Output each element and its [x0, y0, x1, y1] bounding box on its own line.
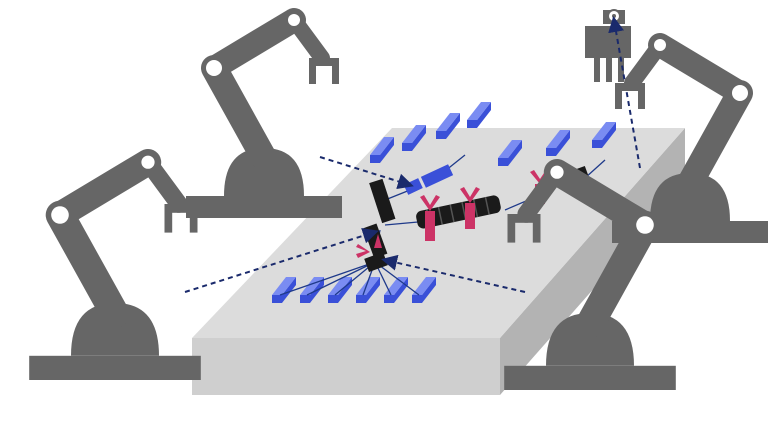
cable-clip-icon — [420, 195, 440, 241]
small-connector — [420, 164, 454, 188]
terminal-block-icon — [546, 130, 570, 156]
cable-clip-icon — [460, 187, 480, 229]
terminal-block-icon — [592, 122, 616, 148]
terminal-block-icon — [402, 125, 426, 151]
terminal-block-icon — [412, 277, 436, 303]
board-side-face — [500, 128, 685, 395]
sensor-component-icon — [585, 9, 631, 82]
board-front-face — [192, 338, 500, 395]
terminal-block-icon — [370, 137, 394, 163]
terminal-block-icon — [356, 277, 380, 303]
connector-icon — [369, 178, 396, 224]
motion-paths — [184, 16, 641, 293]
robot-arm-icon — [29, 156, 201, 380]
terminal-block-icon — [467, 102, 491, 128]
terminal-block-icon — [436, 113, 460, 139]
terminal-block-icon — [272, 277, 296, 303]
robot-arm-icon — [186, 14, 342, 218]
terminal-block-icon — [498, 140, 522, 166]
